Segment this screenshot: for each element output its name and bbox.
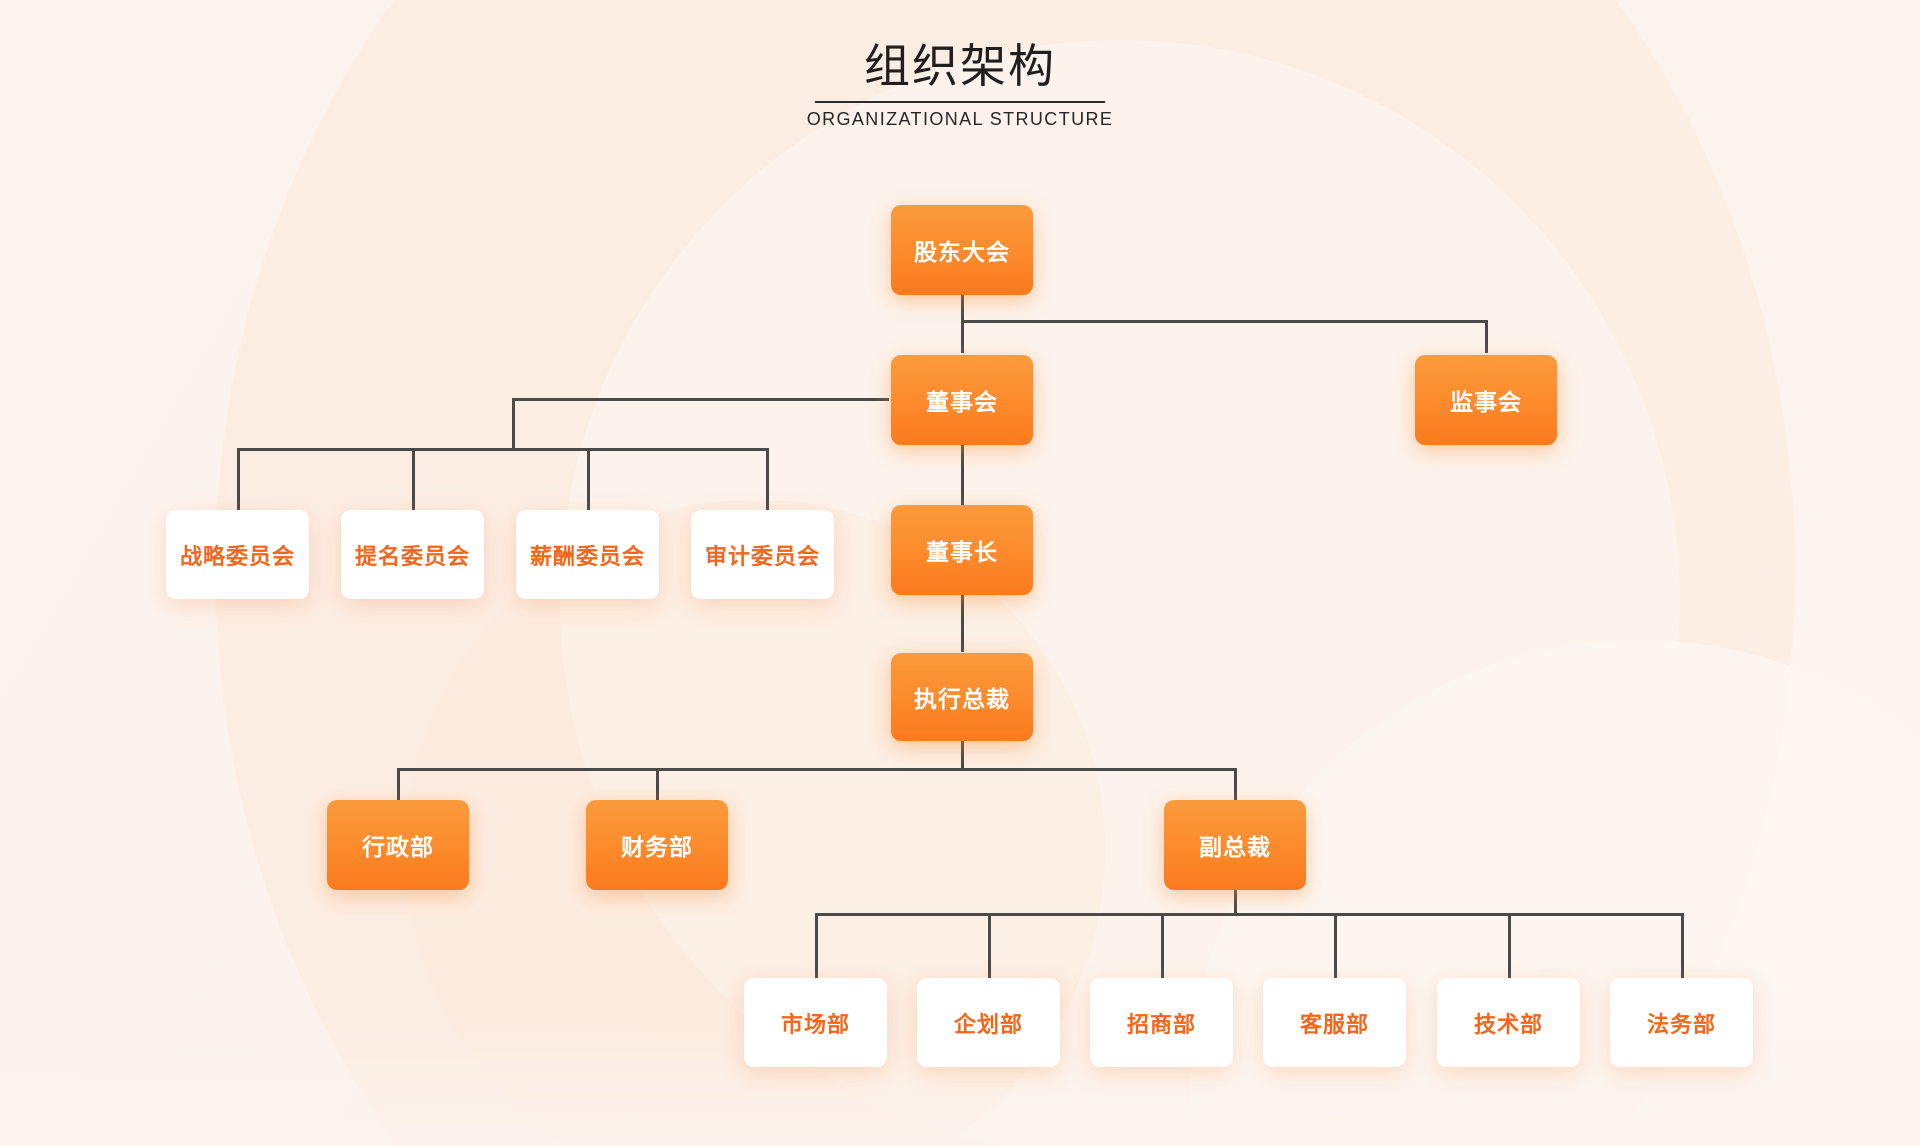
node-marketing-dept-label: 市场部 [780, 1011, 850, 1037]
node-shareholders[interactable]: 股东大会 [891, 205, 1033, 295]
node-strategy-committee-label: 战略委员会 [179, 543, 295, 569]
node-customer-service-dept-label: 客服部 [1299, 1011, 1369, 1037]
connector-vp-bus [815, 913, 1684, 916]
connector-planning-drop [988, 913, 991, 978]
node-vice-president-label: 副总裁 [1199, 834, 1271, 860]
node-technology-dept-label: 技术部 [1473, 1011, 1543, 1037]
connector-admin-drop [397, 768, 400, 801]
node-nomination-committee[interactable]: 提名委员会 [341, 510, 484, 599]
node-chairman-label: 董事长 [926, 539, 998, 565]
node-remuneration-committee[interactable]: 薪酬委员会 [516, 510, 659, 599]
connector-remuneration-drop [587, 448, 590, 510]
connector-board-chairman [961, 445, 964, 507]
connector-supervisors-drop [1485, 320, 1488, 353]
node-admin-dept[interactable]: 行政部 [327, 800, 469, 890]
connector-vp-drop [1234, 768, 1237, 801]
connector-board-left-arm [512, 398, 889, 401]
node-shareholders-label: 股东大会 [914, 239, 1010, 265]
node-supervisors[interactable]: 监事会 [1415, 355, 1557, 445]
node-marketing-dept[interactable]: 市场部 [744, 978, 887, 1067]
node-supervisors-label: 监事会 [1450, 389, 1522, 415]
page-title: 组织架构 [864, 40, 1056, 92]
title-divider [815, 101, 1105, 103]
connector-chairman-ceo [961, 595, 964, 652]
node-investment-dept[interactable]: 招商部 [1090, 978, 1233, 1067]
node-investment-dept-label: 招商部 [1126, 1011, 1196, 1037]
node-finance-dept-label: 财务部 [621, 834, 693, 860]
connector-strategy-drop [237, 448, 240, 510]
node-audit-committee-label: 审计委员会 [704, 543, 820, 569]
connector-committee-bus [237, 448, 769, 451]
connector-committee-riser [512, 398, 515, 451]
node-vice-president[interactable]: 副总裁 [1164, 800, 1306, 890]
connector-customer-service-drop [1334, 913, 1337, 978]
node-technology-dept[interactable]: 技术部 [1437, 978, 1580, 1067]
connector-audit-drop [766, 448, 769, 510]
connector-ceo-bus [397, 768, 1237, 771]
connector-investment-drop [1161, 913, 1164, 978]
chart-header: 组织架构 ORGANIZATIONAL STRUCTURE [0, 36, 1920, 130]
node-chairman[interactable]: 董事长 [891, 505, 1033, 595]
node-ceo-label: 执行总裁 [914, 686, 1010, 712]
node-legal-dept-label: 法务部 [1646, 1011, 1716, 1037]
node-nomination-committee-label: 提名委员会 [354, 543, 470, 569]
connector-legal-drop [1681, 913, 1684, 978]
node-audit-committee[interactable]: 审计委员会 [691, 510, 834, 599]
connector-finance-drop [656, 768, 659, 801]
connector-technology-drop [1508, 913, 1511, 978]
connector-marketing-drop [815, 913, 818, 978]
node-customer-service-dept[interactable]: 客服部 [1263, 978, 1406, 1067]
node-admin-dept-label: 行政部 [362, 834, 434, 860]
node-remuneration-committee-label: 薪酬委员会 [529, 543, 645, 569]
page-subtitle: ORGANIZATIONAL STRUCTURE [806, 109, 1114, 129]
node-legal-dept[interactable]: 法务部 [1610, 978, 1753, 1067]
connector-vp-stub [1234, 890, 1237, 915]
node-finance-dept[interactable]: 财务部 [586, 800, 728, 890]
node-strategy-committee[interactable]: 战略委员会 [166, 510, 309, 599]
connector-nomination-drop [412, 448, 415, 510]
node-board[interactable]: 董事会 [891, 355, 1033, 445]
node-planning-dept[interactable]: 企划部 [917, 978, 1060, 1067]
background-wedge [1190, 640, 1920, 1146]
node-planning-dept-label: 企划部 [953, 1011, 1023, 1037]
connector-board-drop [961, 320, 964, 353]
connector-shareholders-bus [961, 320, 1488, 323]
connector-ceo-stub [961, 740, 964, 770]
node-board-label: 董事会 [926, 389, 998, 415]
node-ceo[interactable]: 执行总裁 [891, 653, 1033, 741]
connector-shareholders-stub [961, 294, 964, 322]
